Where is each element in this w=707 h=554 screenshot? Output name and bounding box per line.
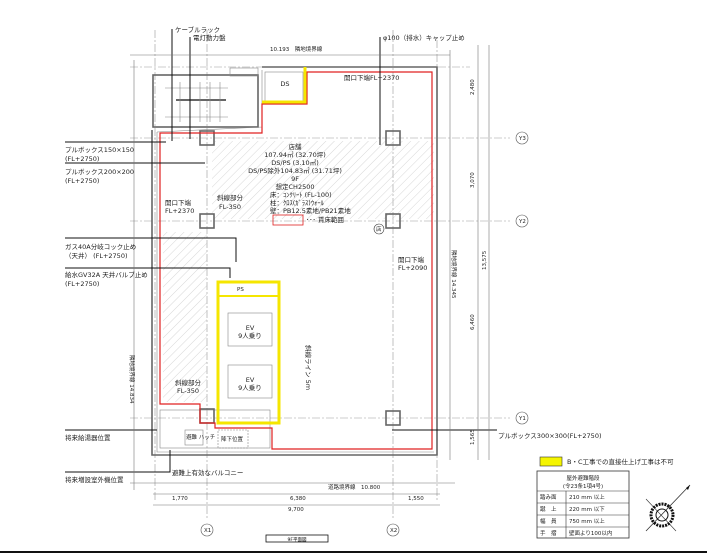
elevator-2 <box>227 364 273 399</box>
title-box <box>265 534 329 543</box>
dim-left-boundary: 隣地境界線 14.834 <box>128 355 136 404</box>
callout-cable-rack: ケーブルラック <box>175 25 220 34</box>
ev2-capacity: 9人乗り <box>238 383 262 392</box>
row-value: 210 mm 以上 <box>569 493 605 501</box>
grid-y2: Y2 <box>518 219 526 225</box>
dim-right-1: 2,480 <box>470 79 476 95</box>
stair-spec-table: 屋外避難階段 (令23条1項4号) 踏み面 210 mm 以上 蹴 上 220 … <box>536 470 630 539</box>
stairs <box>165 82 228 122</box>
slope2-label: 斜線部分 <box>175 378 202 387</box>
north-compass-icon <box>645 484 691 532</box>
floor-label: 9F <box>291 175 299 183</box>
restricted-ev <box>216 280 281 425</box>
grid-x1: X1 <box>204 528 211 534</box>
table-subtitle: (令23条1項4号) <box>563 482 603 490</box>
rental-legend-swatch <box>272 214 304 226</box>
opening-left: 開口下端 <box>165 198 192 207</box>
callout-balcony: 避難上有効なバルコニー <box>172 468 243 477</box>
column-finish: 柱：ｸﾛｽ(ｶﾞﾗｽ)ｳｫｰﾙ <box>270 198 325 207</box>
callout-pullbox150: プルボックス150×150 <box>65 146 134 154</box>
shop-sign: 店 <box>376 225 382 233</box>
walls <box>151 66 438 456</box>
callout-pullbox200: プルボックス200×200 <box>65 168 134 176</box>
callout-pullbox200-fl: (FL+2750) <box>65 177 99 185</box>
drawing-title: 9F平面図 <box>288 537 307 543</box>
dim-road-boundary: 道路境界線 10.800 <box>328 483 381 491</box>
restricted-ds <box>262 67 307 104</box>
row-label: 手 摺 <box>540 529 557 537</box>
callout-pullbox150-fl: (FL+2750) <box>65 155 99 163</box>
ds-ps-area: DS/PS (3.10㎡) <box>271 158 318 167</box>
dim-bottom-total: 9,700 <box>288 507 304 513</box>
descent-position: 降下位置 <box>221 435 244 443</box>
dimension-lines <box>130 45 490 506</box>
ceiling-height: 想定CH2500 <box>276 182 315 191</box>
slope1-fl: FL-350 <box>219 203 241 211</box>
leader-lines <box>65 29 497 473</box>
opening-right-fl: FL+2090 <box>398 264 427 272</box>
opening-right: 開口下端 <box>398 255 425 264</box>
ds-label: DS <box>280 80 289 88</box>
dim-right-2: 3,070 <box>470 172 476 188</box>
grid-x2: X2 <box>390 528 397 534</box>
shop-hatch <box>212 141 434 219</box>
row-value: 220 mm 以下 <box>569 506 605 513</box>
opening-top: 開口下端FL+2370 <box>344 73 399 82</box>
dim-bottom-1: 1,770 <box>172 496 188 502</box>
dim-right-3: 6,460 <box>470 314 476 330</box>
slope1-label: 斜線部分 <box>217 193 244 202</box>
row-label: 幅 員 <box>540 517 557 525</box>
legend-yellow-swatch <box>539 456 563 467</box>
evac-hatch: 避難 ハッチ <box>186 433 215 441</box>
callout-water: 給水GV32A 天井バルブ止め <box>65 270 148 279</box>
legend-yellow-note: B・C工事での直接仕上げ工事は不可 <box>567 457 674 466</box>
floor-finish: 床：ｺﾝｸﾘｰﾄ (FL-100) <box>270 190 332 199</box>
callout-power-panel: 電灯動力盤 <box>193 33 226 42</box>
elevator-1 <box>227 312 273 347</box>
dim-top-boundary: 10.193 隣地境界線 <box>270 45 323 53</box>
dim-right-total: 13,575 <box>482 250 488 270</box>
ps-label: PS <box>237 287 244 293</box>
shop-net-area: DS/PS除外104.83㎡ (31.71坪) <box>248 166 342 175</box>
grid-y1: Y1 <box>518 416 526 422</box>
grid-bubbles <box>200 131 529 537</box>
rental-legend-label: ･･･ 賃床範囲 <box>306 215 344 224</box>
wall-finish: 壁：PB12.5素地/PB21素地 <box>270 206 351 215</box>
slope-hatch <box>163 232 207 402</box>
ev2-label: EV <box>246 376 255 384</box>
table-title: 屋外避難階段 <box>566 474 600 482</box>
dim-bottom-2: 6,380 <box>290 496 306 502</box>
row-label: 踏み面 <box>540 493 557 501</box>
callout-water-heater: 将来給湯器位置 <box>65 433 111 442</box>
callout-drain-cap: φ100（排水）キャップ止め <box>383 33 465 42</box>
ev1-label: EV <box>246 324 255 332</box>
shop-name: 店舗 <box>289 142 303 151</box>
callout-pullbox300: プルボックス300×300(FL+2750) <box>498 432 602 440</box>
row-label: 蹴 上 <box>540 505 557 513</box>
callout-outdoor-unit: 将来増設室外機位置 <box>65 475 124 484</box>
row-value: 750 mm 以上 <box>569 517 605 525</box>
opening-left-fl: FL+2370 <box>165 207 194 215</box>
dim-right-4: 1,565 <box>470 429 476 445</box>
slant-line: 斜線ライン 5m <box>304 345 313 390</box>
dim-right-boundary: 隣地境界線 14.345 <box>450 250 458 299</box>
rental-boundary <box>159 71 433 450</box>
slope2-fl: FL-350 <box>177 387 199 395</box>
grid-y3: Y3 <box>518 136 526 142</box>
callout-water-fl: (FL+2750) <box>65 280 99 288</box>
dim-bottom-3: 1,550 <box>408 496 424 502</box>
callout-gas-fl: （天井） (FL+2750) <box>65 251 128 260</box>
callout-gas: ガス40A分岐コック止め <box>65 242 136 251</box>
shop-area: 107.94㎡ (32.70坪) <box>264 150 326 159</box>
row-value: 壁面より100以内 <box>569 529 612 537</box>
ev1-capacity: 9人乗り <box>238 331 262 340</box>
